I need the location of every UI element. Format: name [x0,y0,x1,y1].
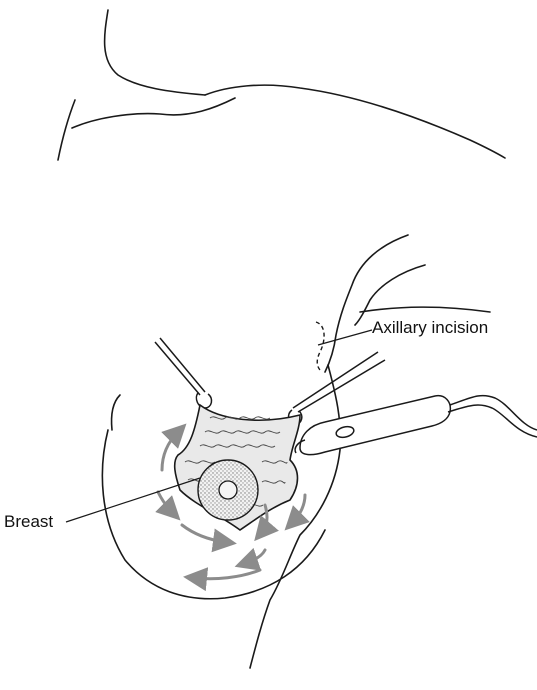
axillary-incision-dashed [316,322,324,372]
torso-outline [102,235,490,668]
arrow-lower-left [182,525,225,542]
axillary-incision-label: Axillary incision [372,318,488,338]
retractors [155,338,385,424]
endoscope-instrument [295,396,537,455]
retractor-right-wire-1 [298,360,385,412]
retractor-left-wire-1 [155,342,200,395]
neck-line [105,10,205,95]
shoulder-line [205,85,505,158]
armpit-line [360,307,490,312]
retractor-left-hook [196,393,211,408]
breast-leader-line [66,478,200,522]
arrow-left [158,492,172,512]
nipple [219,481,237,499]
chest-line [72,98,235,128]
breast-label: Breast [4,512,53,532]
retractor-left-wire-2 [160,338,205,392]
arm-outline-upper [325,235,408,372]
arrow-bottom-right [246,550,265,563]
arrow-bottom [195,570,260,579]
axillary-leader-line [318,330,372,345]
arm-outline-lower [355,265,425,325]
instrument-handle [300,396,450,455]
upper-body-outline [58,10,505,160]
instrument-cable-2 [448,405,537,437]
torso-right-side [250,365,340,668]
arrow-right-far [293,495,305,522]
left-body-line [112,395,120,430]
instrument-cable [450,396,537,430]
arm-line-left [58,100,75,160]
